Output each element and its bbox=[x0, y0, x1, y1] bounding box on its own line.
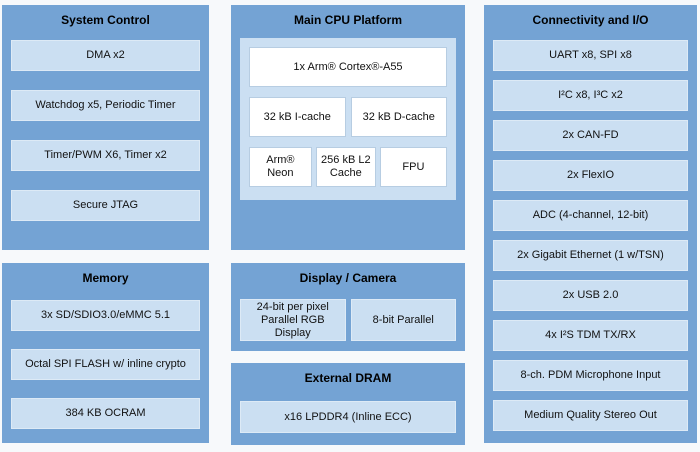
section-title-main-cpu-platform: Main CPU Platform bbox=[293, 13, 402, 27]
section-title-display-camera: Display / Camera bbox=[299, 271, 397, 285]
section-title-system-control: System Control bbox=[61, 13, 150, 27]
block-i2c-i3c: I²C x8, I³C x2 bbox=[493, 80, 688, 111]
block-pdm-microphone: 8-ch. PDM Microphone Input bbox=[493, 360, 688, 391]
block-adc: ADC (4-channel, 12-bit) bbox=[493, 200, 688, 231]
block-octal-spi-flash: Octal SPI FLASH w/ inline crypto bbox=[11, 349, 200, 380]
section-main-cpu-platform: Main CPU Platform 1x Arm® Cortex®-A55 32… bbox=[231, 5, 465, 250]
block-l2-cache: 256 kB L2 Cache bbox=[315, 147, 376, 187]
section-external-dram: External DRAM x16 LPDDR4 (Inline ECC) bbox=[231, 363, 465, 445]
section-title-external-dram: External DRAM bbox=[304, 371, 392, 385]
block-usb: 2x USB 2.0 bbox=[493, 280, 688, 311]
cpu-row-caches: 32 kB I-cache 32 kB D-cache bbox=[249, 97, 447, 137]
connectivity-items: UART x8, SPI x8 I²C x8, I³C x2 2x CAN-FD… bbox=[493, 40, 688, 431]
block-can-fd: 2x CAN-FD bbox=[493, 120, 688, 151]
block-uart-spi: UART x8, SPI x8 bbox=[493, 40, 688, 71]
block-8bit-parallel: 8-bit Parallel bbox=[350, 299, 456, 341]
section-system-control: System Control DMA x2 Watchdog x5, Perio… bbox=[2, 5, 209, 250]
block-i2s-tdm: 4x I²S TDM TX/RX bbox=[493, 320, 688, 351]
section-display-camera: Display / Camera 24-bit per pixel Parall… bbox=[231, 263, 465, 351]
cpu-row-core: 1x Arm® Cortex®-A55 bbox=[249, 47, 447, 87]
section-title-connectivity-io: Connectivity and I/O bbox=[532, 13, 649, 27]
section-connectivity-io: Connectivity and I/O UART x8, SPI x8 I²C… bbox=[484, 5, 697, 443]
block-stereo-out: Medium Quality Stereo Out bbox=[493, 400, 688, 431]
memory-items: 3x SD/SDIO3.0/eMMC 5.1 Octal SPI FLASH w… bbox=[11, 300, 200, 429]
system-control-items: DMA x2 Watchdog x5, Periodic Timer Timer… bbox=[11, 40, 200, 221]
block-arm-neon: Arm® Neon bbox=[249, 147, 312, 187]
cpu-panel: 1x Arm® Cortex®-A55 32 kB I-cache 32 kB … bbox=[240, 38, 456, 200]
block-dcache: 32 kB D-cache bbox=[350, 97, 447, 137]
block-cortex-a55: 1x Arm® Cortex®-A55 bbox=[249, 47, 447, 87]
block-timer-pwm: Timer/PWM X6, Timer x2 bbox=[11, 140, 200, 171]
block-watchdog-timer: Watchdog x5, Periodic Timer bbox=[11, 90, 200, 121]
block-flexio: 2x FlexIO bbox=[493, 160, 688, 191]
block-lpddr4: x16 LPDDR4 (Inline ECC) bbox=[240, 401, 456, 433]
block-dma: DMA x2 bbox=[11, 40, 200, 71]
block-parallel-rgb-display: 24-bit per pixel Parallel RGB Display bbox=[240, 299, 346, 341]
block-ocram: 384 KB OCRAM bbox=[11, 398, 200, 429]
block-gigabit-ethernet: 2x Gigabit Ethernet (1 w/TSN) bbox=[493, 240, 688, 271]
section-title-memory: Memory bbox=[82, 271, 129, 285]
block-sd-sdio-emmc: 3x SD/SDIO3.0/eMMC 5.1 bbox=[11, 300, 200, 331]
block-secure-jtag: Secure JTAG bbox=[11, 190, 200, 221]
cpu-row-units: Arm® Neon 256 kB L2 Cache FPU bbox=[249, 147, 447, 187]
external-dram-items: x16 LPDDR4 (Inline ECC) bbox=[240, 401, 456, 433]
display-camera-items: 24-bit per pixel Parallel RGB Display 8-… bbox=[240, 299, 456, 341]
section-memory: Memory 3x SD/SDIO3.0/eMMC 5.1 Octal SPI … bbox=[2, 263, 209, 443]
block-fpu: FPU bbox=[379, 147, 447, 187]
block-icache: 32 kB I-cache bbox=[249, 97, 346, 137]
